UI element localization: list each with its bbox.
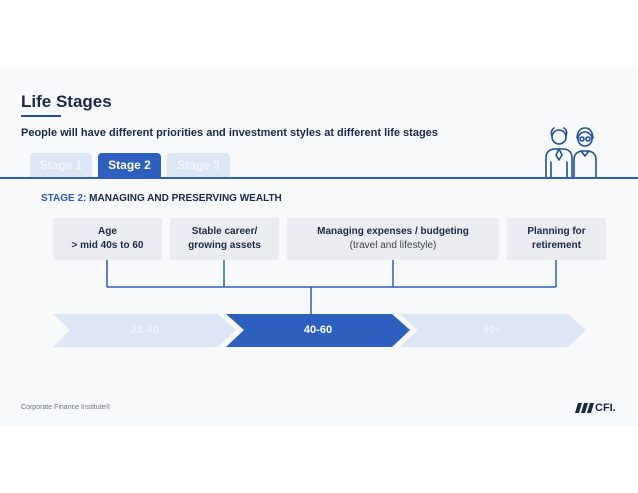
info-box-expenses-title: Managing expenses / budgeting (317, 226, 469, 237)
timeline-segment-21-40 (53, 314, 236, 347)
tab-stage-2[interactable]: Stage 2 (98, 153, 161, 177)
cfi-logo-icon (575, 403, 594, 413)
info-box-expenses: Managing expenses / budgeting (travel an… (287, 218, 499, 260)
timeline-label-40-60: 40-60 (303, 324, 333, 336)
tab-stage-3[interactable]: Stage 3 (167, 153, 230, 177)
tab-divider (0, 177, 638, 179)
info-box-career-detail: growing assets (188, 240, 261, 251)
elderly-couple-icon (545, 127, 597, 178)
timeline-segment-60-plus (400, 314, 586, 347)
timeline-segment-40-60 (226, 314, 410, 347)
info-box-retirement: Planning for retirement (507, 218, 606, 260)
stage-heading-title: MANAGING AND PRESERVING WEALTH (89, 193, 282, 204)
info-box-retirement-detail: retirement (532, 240, 581, 251)
info-box-expenses-detail: (travel and lifestyle) (349, 240, 437, 251)
page-title: Life Stages (21, 92, 112, 111)
info-box-age: Age > mid 40s to 60 (53, 218, 162, 260)
cfi-logo-text: CFI. (595, 402, 616, 414)
slide: Life Stages People will have different p… (0, 68, 638, 426)
page-subtitle: People will have different priorities an… (21, 127, 438, 139)
tab-stage-1[interactable]: Stage 1 (30, 153, 92, 177)
info-box-retirement-title: Planning for (527, 226, 586, 237)
timeline-label-21-40: 21-40 (130, 324, 160, 336)
footer-source: Corporate Finance Institute® (21, 404, 111, 411)
timeline (53, 314, 586, 347)
title-underline (21, 115, 61, 117)
info-box-career-title: Stable career/ (191, 226, 258, 237)
stage-heading: STAGE 2: MANAGING AND PRESERVING WEALTH (41, 193, 282, 204)
stage-heading-prefix: STAGE 2: (41, 193, 87, 204)
timeline-label-60-plus: 60+ (482, 324, 502, 336)
info-box-career: Stable career/ growing assets (170, 218, 279, 260)
info-box-age-detail: > mid 40s to 60 (71, 240, 144, 251)
info-box-age-title: Age (98, 226, 117, 237)
